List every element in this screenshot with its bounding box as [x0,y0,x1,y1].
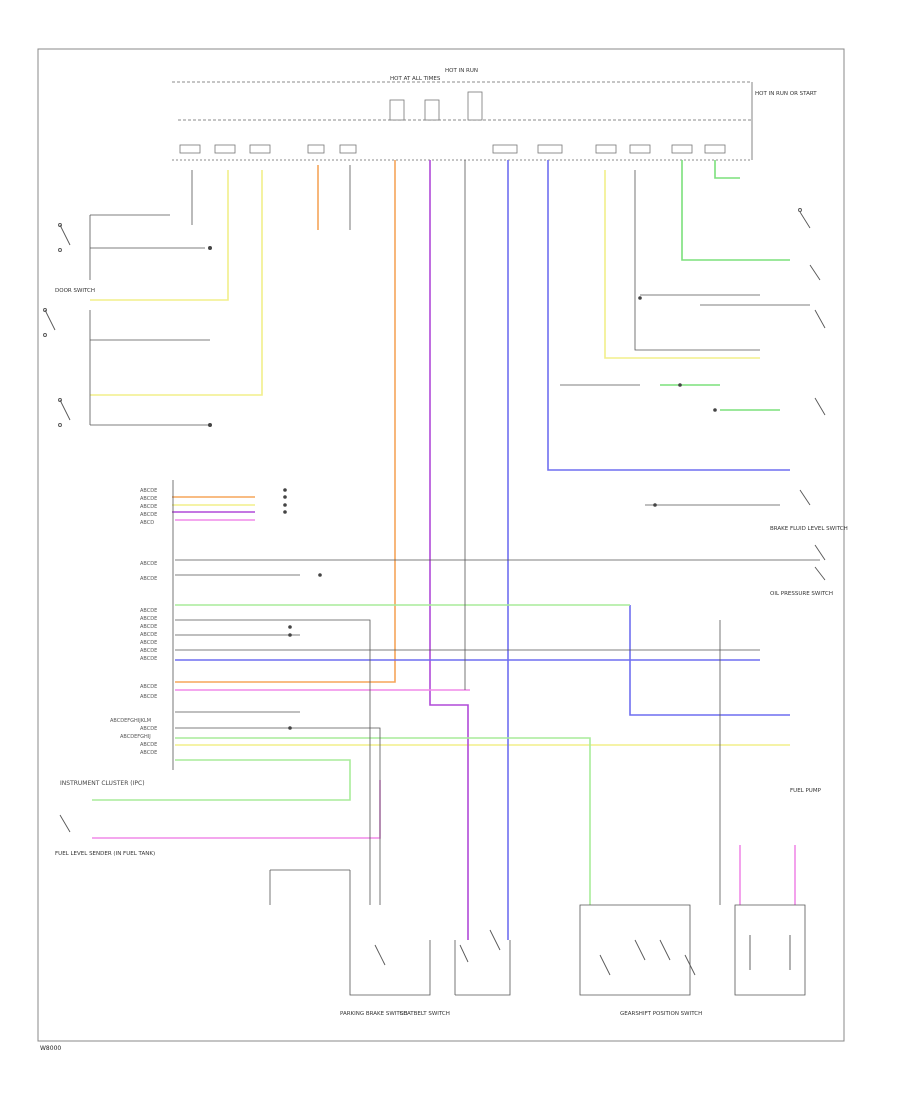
svg-text:ABCDE: ABCDE [140,684,157,690]
diagram-frame [37,48,845,1042]
wire-yellow-1 [90,170,229,301]
hot-at-all-times-label: HOT AT ALL TIMES [390,76,441,82]
wire-green-1 [681,160,790,261]
wire-violet-1 [429,160,469,940]
svg-text:ABCDE: ABCDE [140,640,157,646]
svg-text:ABCDE: ABCDE [140,512,157,518]
seatbelt-switch-label: SEATBELT SWITCH [400,1011,450,1017]
wire-blue-2 [547,160,790,471]
wire-orange-2 [175,160,396,683]
wire-yellow-2 [90,170,263,396]
svg-text:ABCDE: ABCDE [140,608,157,614]
svg-text:ABCDE: ABCDE [140,504,157,510]
oil-pressure-switch-label: OIL PRESSURE SWITCH [770,591,833,597]
svg-text:ABCDE: ABCDE [140,488,157,494]
hot-in-run-start-label: HOT IN RUN OR START [755,91,817,97]
svg-text:ABCDE: ABCDE [140,694,157,700]
figure-id: W8000 [40,1045,61,1052]
wire-pink-3 [92,780,381,839]
instrument-cluster-label: INSTRUMENT CLUSTER (IPC) [60,780,145,787]
black-wires [89,160,820,996]
svg-text:ABCDEFGHIJ: ABCDEFGHIJ [120,734,151,740]
fuse-block [179,91,726,154]
svg-text:ABCDE: ABCDE [140,750,157,756]
wire-lightgreen-3 [92,759,351,801]
gear-shift-switch-label: GEARSHIFT POSITION SWITCH [620,1011,702,1017]
wire-yellow-3 [604,170,760,359]
svg-text:ABCDE: ABCDE [140,576,157,582]
door-switch-label: DOOR SWITCH [55,288,95,294]
connector-dots [208,246,717,730]
hot-in-run-label: HOT IN RUN [445,68,478,74]
ipc-pin-labels: ABCDE ABCDE ABCDE ABCDE ABCD ABCDE ABCDE… [110,488,157,756]
colored-wires [90,160,796,940]
svg-text:ABCDEFGHIJKLM: ABCDEFGHIJKLM [110,718,151,724]
power-bus [172,81,753,161]
svg-text:ABCDE: ABCDE [140,496,157,502]
wire-lightgreen-2 [175,737,591,905]
svg-text:ABCDE: ABCDE [140,624,157,630]
svg-text:ABCDE: ABCDE [140,656,157,662]
svg-text:ABCDE: ABCDE [140,648,157,654]
svg-text:ABCD: ABCD [140,520,154,526]
switches [43,208,826,976]
svg-text:ABCDE: ABCDE [140,616,157,622]
wire-green-2 [714,160,740,179]
fuel-level-sender-label: FUEL LEVEL SENDER (IN FUEL TANK) [55,851,155,857]
parking-brake-switch-label: PARKING BRAKE SWITCH [340,1011,407,1017]
brake-fluid-switch-label: BRAKE FLUID LEVEL SWITCH [770,526,848,532]
svg-text:ABCDE: ABCDE [140,726,157,732]
svg-text:ABCDE: ABCDE [140,632,157,638]
svg-text:ABCDE: ABCDE [140,561,157,567]
svg-text:ABCDE: ABCDE [140,742,157,748]
wire-blue-4 [629,605,790,716]
fuel-pump-label: FUEL PUMP [790,788,822,794]
